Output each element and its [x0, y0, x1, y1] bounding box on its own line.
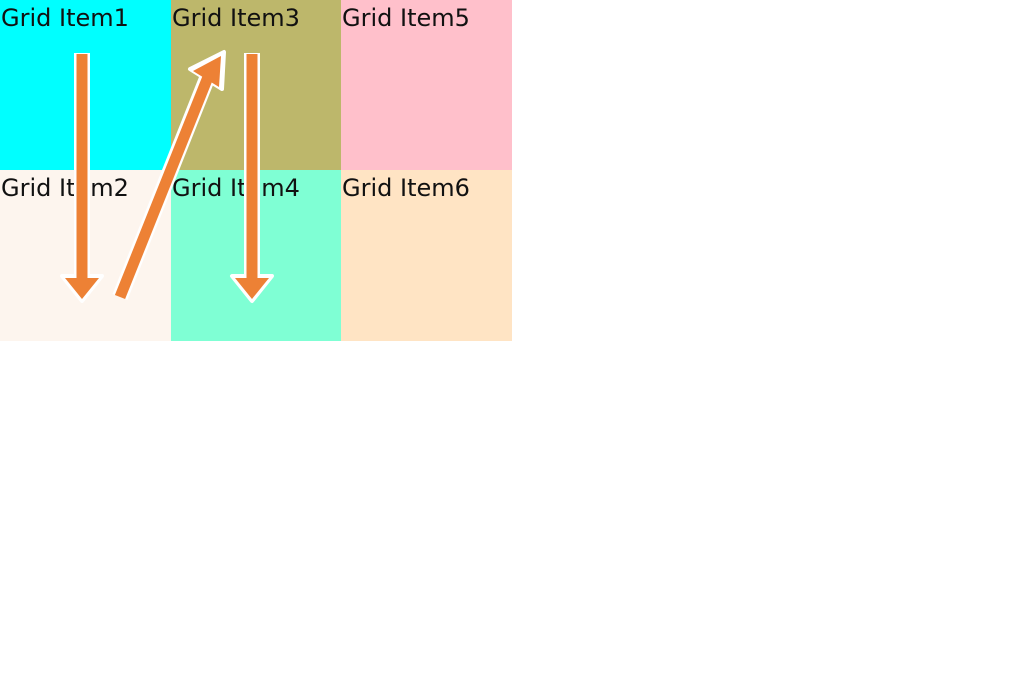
grid-item-5: Grid Item5 [341, 0, 512, 170]
grid-item-1: Grid Item1 [0, 0, 171, 170]
grid-item-label: Grid Item4 [172, 174, 300, 202]
grid-container: Grid Item1 Grid Item2 Grid Item3 Grid It… [0, 0, 512, 341]
grid-item-label: Grid Item2 [1, 174, 129, 202]
grid-item-label: Grid Item5 [342, 4, 470, 32]
grid-item-3: Grid Item3 [171, 0, 341, 170]
grid-item-6: Grid Item6 [341, 170, 512, 341]
grid-item-label: Grid Item3 [172, 4, 300, 32]
grid-item-4: Grid Item4 [171, 170, 341, 341]
grid-item-label: Grid Item6 [342, 174, 470, 202]
grid-item-2: Grid Item2 [0, 170, 171, 341]
grid-item-label: Grid Item1 [1, 4, 129, 32]
